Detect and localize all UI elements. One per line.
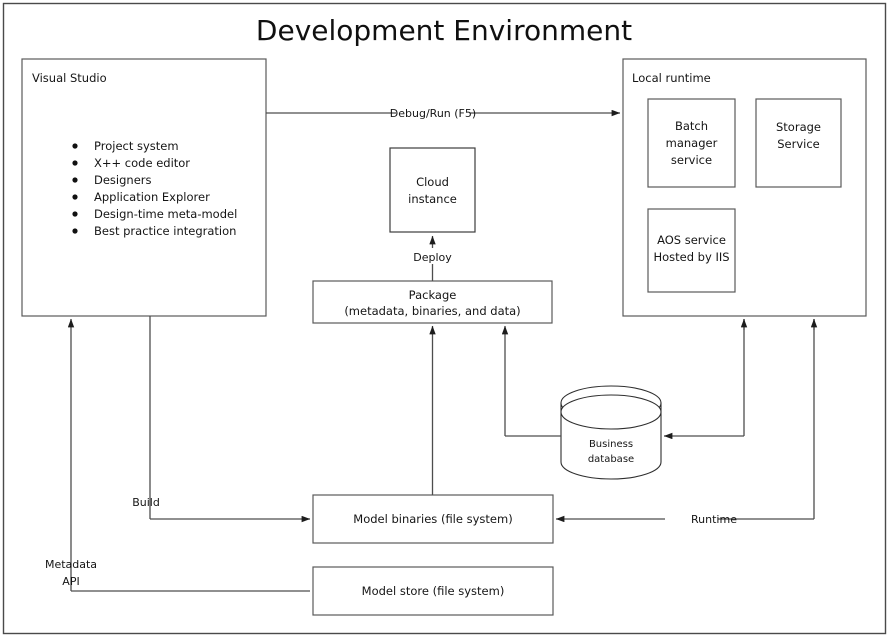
model-store-label: Model store (file system) [362,584,505,598]
bullet-icon [72,228,78,234]
cloud-instance-line: Cloud [416,175,449,189]
connector-runtime-label: Runtime [691,513,737,526]
storage-service-box[interactable] [755,98,842,188]
bullet-icon [72,211,78,217]
vs-feature-item: Design-time meta-model [94,207,237,221]
package-line: (metadata, binaries, and data) [344,304,520,318]
connector-build [149,316,311,523]
batch-manager-service-line: service [671,153,712,167]
package-box[interactable] [312,280,553,324]
model-binaries-box[interactable] [312,494,554,544]
visual-studio-label: Visual Studio [32,71,107,85]
connector-runtime-to-database [663,319,745,440]
business-database-line: Business [589,439,633,450]
vs-feature-item: Designers [94,173,152,187]
vs-feature-item: Project system [94,139,179,153]
business-database-line: database [588,454,634,465]
storage-service-line: Service [777,137,820,151]
connector-runtime [555,319,815,523]
model-binaries-label: Model binaries (file system) [353,512,512,526]
connector-database-to-package [501,325,561,437]
connector-metadata-api-label: API [62,575,79,588]
visual-studio-box[interactable] [21,58,267,317]
storage-service-line: Storage [776,120,821,134]
bullet-icon [72,143,78,149]
aos-service-box[interactable] [647,208,736,293]
aos-service-line: Hosted by IIS [653,250,729,264]
connector-metadata-api-label: Metadata [45,558,97,571]
batch-manager-service-box[interactable] [647,98,736,188]
business-database-cylinder[interactable] [560,385,662,480]
local-runtime-label: Local runtime [632,71,711,85]
aos-service-line: AOS service [657,233,726,247]
bullet-icon [72,194,78,200]
page-title: Development Environment [256,14,632,47]
connector-build-label: Build [132,496,160,509]
connector-metadata-api [67,318,310,592]
bullet-icon [72,160,78,166]
package-line: Package [409,288,457,302]
vs-feature-item: Best practice integration [94,224,236,238]
connector-debug-run-label: Debug/Run (F5) [390,107,476,120]
model-store-box[interactable] [312,566,554,616]
cloud-instance-line: instance [408,192,457,206]
vs-feature-item: X++ code editor [94,156,190,170]
batch-manager-service-line: Batch [675,119,708,133]
vs-feature-item: Application Explorer [94,190,210,204]
batch-manager-service-line: manager [666,136,718,150]
cloud-instance-box[interactable] [389,147,476,233]
connector-deploy-label: Deploy [413,251,452,264]
bullet-icon [72,177,78,183]
